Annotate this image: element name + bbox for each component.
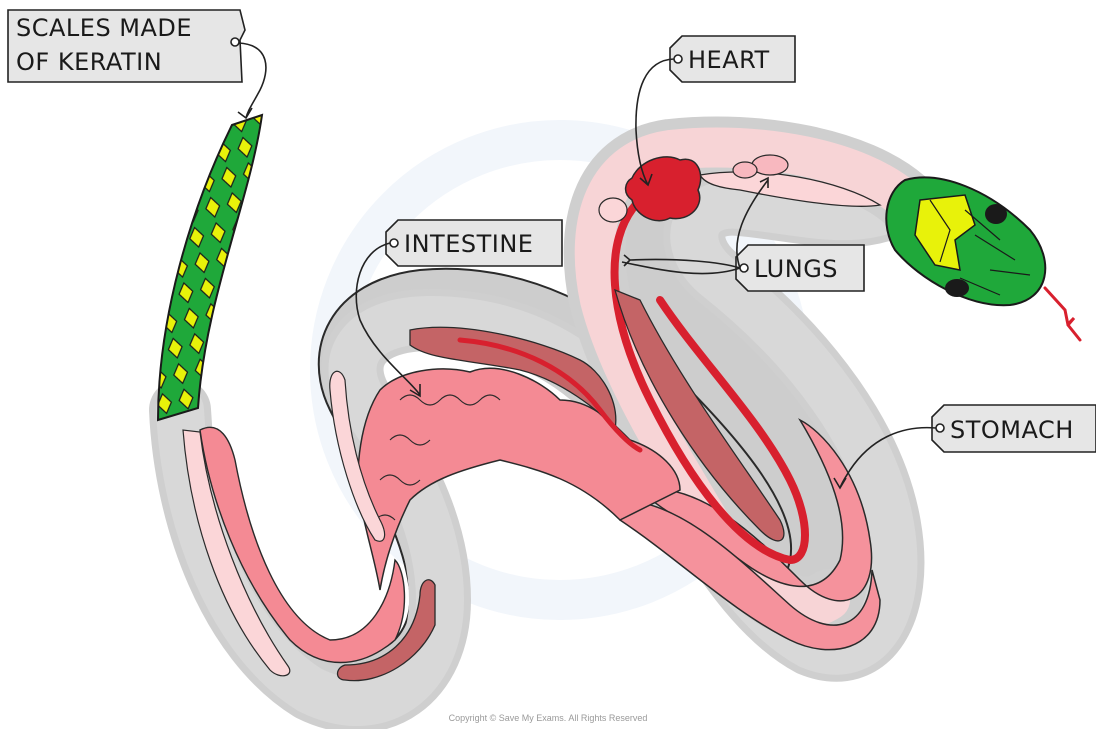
intestine-label-tag: INTESTINE <box>386 220 562 266</box>
lung-lobe-2 <box>733 162 757 178</box>
eye-bottom <box>945 279 969 297</box>
heart-label-tag: HEART <box>670 36 795 82</box>
scales-label-line1: SCALES MADE <box>16 14 192 42</box>
intestine-label: INTESTINE <box>404 230 533 258</box>
eye-top <box>985 204 1007 224</box>
heart-label: HEART <box>688 46 770 74</box>
scaly-tail <box>158 115 262 420</box>
snake-tongue <box>1045 288 1080 340</box>
stomach-label: STOMACH <box>950 416 1074 444</box>
scales-label-tag: SCALES MADE OF KERATIN <box>8 10 245 82</box>
lung-lobe <box>752 155 788 175</box>
scales-label-line2: OF KERATIN <box>16 48 162 76</box>
stomach-label-tag: STOMACH <box>932 405 1096 452</box>
lungs-label: LUNGS <box>754 255 838 283</box>
lungs-label-tag: LUNGS <box>736 245 864 291</box>
pale-organ <box>599 198 627 222</box>
copyright-notice: Copyright © Save My Exams. All Rights Re… <box>0 713 1096 723</box>
